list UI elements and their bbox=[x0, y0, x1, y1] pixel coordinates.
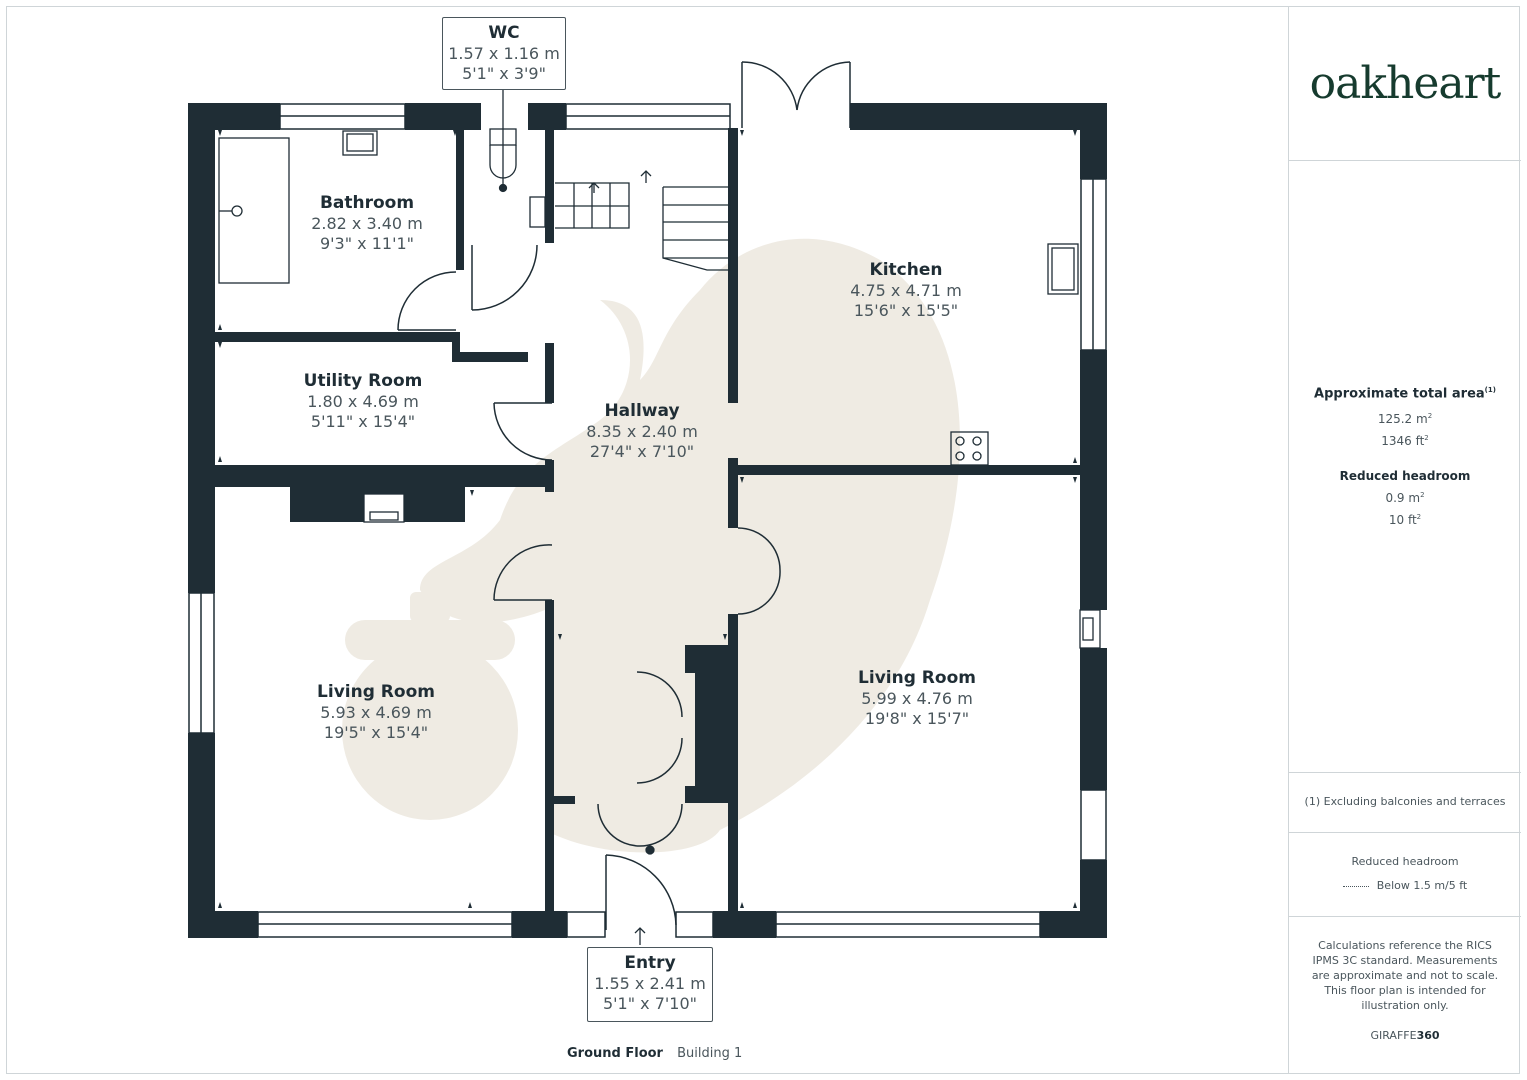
floor-name: Ground Floor bbox=[567, 1046, 663, 1061]
room-dimensions-metric: 1.80 x 4.69 m bbox=[307, 392, 419, 411]
room-label-living-room-right: Living Room 5.99 x 4.76 m 19'8" x 15'7" bbox=[858, 667, 976, 729]
room-name: Bathroom bbox=[319, 193, 415, 213]
room-dimensions-metric: 8.35 x 2.40 m bbox=[586, 422, 698, 441]
divider bbox=[1289, 772, 1521, 773]
footnote: (1) Excluding balconies and terraces bbox=[1304, 795, 1506, 808]
reduced-headroom-title: Reduced headroom bbox=[1339, 469, 1471, 483]
credit-suffix: 360 bbox=[1416, 1029, 1440, 1042]
legend-item: Below 1.5 m/5 ft bbox=[1289, 879, 1521, 892]
room-label-bathroom: Bathroom 2.82 x 3.40 m 9'3" x 11'1" bbox=[311, 192, 423, 254]
area-title-text: Approximate total area bbox=[1314, 386, 1485, 402]
room-name: Kitchen bbox=[869, 260, 943, 280]
reduced-ft2-value: 10 ft bbox=[1388, 513, 1417, 527]
credit-prefix: GIRAFFE bbox=[1370, 1029, 1417, 1042]
room-label-living-room-left: Living Room 5.93 x 4.69 m 19'5" x 15'4" bbox=[317, 681, 435, 743]
room-callout-entry: Entry 1.55 x 2.41 m 5'1" x 7'10" bbox=[587, 947, 713, 1022]
room-dimensions-metric: 5.93 x 4.69 m bbox=[320, 703, 432, 722]
reduced-metric: 0.9 m2 bbox=[1289, 491, 1521, 505]
room-name: Utility Room bbox=[303, 371, 423, 391]
building-name: Building 1 bbox=[677, 1046, 743, 1061]
room-dimensions-imperial: 9'3" x 11'1" bbox=[319, 234, 415, 253]
room-dimensions-imperial: 5'1" x 3'9" bbox=[462, 64, 546, 83]
room-callout-wc: WC 1.57 x 1.16 m 5'1" x 3'9" bbox=[442, 17, 566, 90]
room-name: Entry bbox=[624, 953, 676, 973]
room-dimensions-imperial: 19'5" x 15'4" bbox=[323, 723, 429, 742]
superscript: 2 bbox=[1424, 434, 1429, 442]
room-dimensions-imperial: 5'11" x 15'4" bbox=[310, 412, 416, 431]
room-name: WC bbox=[488, 23, 520, 43]
divider bbox=[1289, 916, 1521, 917]
area-imperial: 1346 ft2 bbox=[1289, 434, 1521, 448]
room-name: Living Room bbox=[317, 682, 435, 702]
floor-plan bbox=[188, 61, 1107, 945]
room-label-kitchen: Kitchen 4.75 x 4.71 m 15'6" x 15'5" bbox=[850, 259, 962, 321]
area-footnote-marker: (1) bbox=[1484, 386, 1496, 394]
watermark-logo bbox=[342, 238, 960, 853]
page-frame bbox=[6, 6, 1520, 1074]
room-dimensions-imperial: 5'1" x 7'10" bbox=[602, 994, 698, 1013]
area-title: Approximate total area(1) bbox=[1289, 386, 1521, 401]
dotted-line-icon bbox=[1342, 885, 1369, 887]
superscript: 2 bbox=[1420, 491, 1425, 499]
reduced-m2-value: 0.9 m bbox=[1385, 491, 1421, 505]
room-dimensions-metric: 2.82 x 3.40 m bbox=[311, 214, 423, 233]
room-dimensions-metric: 1.55 x 2.41 m bbox=[594, 974, 706, 993]
windows bbox=[188, 103, 1107, 938]
doors bbox=[397, 61, 851, 930]
legend-title: Reduced headroom bbox=[1351, 855, 1459, 868]
divider bbox=[1289, 832, 1521, 833]
divider bbox=[1289, 160, 1521, 161]
room-dimensions-imperial: 27'4" x 7'10" bbox=[589, 442, 695, 461]
room-dimensions-metric: 1.57 x 1.16 m bbox=[448, 44, 560, 63]
reduced-imperial: 10 ft2 bbox=[1289, 513, 1521, 527]
area-ft2-value: 1346 ft bbox=[1381, 434, 1425, 448]
room-dimensions-metric: 5.99 x 4.76 m bbox=[861, 689, 973, 708]
info-sidebar: oakheart Approximate total area(1) 125.2… bbox=[1288, 6, 1521, 1074]
superscript: 2 bbox=[1427, 412, 1433, 420]
room-label-hallway: Hallway 8.35 x 2.40 m 27'4" x 7'10" bbox=[586, 400, 698, 462]
credit: GIRAFFE360 bbox=[1289, 1029, 1521, 1042]
area-metric: 125.2 m2 bbox=[1289, 412, 1521, 426]
room-dimensions-metric: 4.75 x 4.71 m bbox=[850, 281, 962, 300]
room-name: Hallway bbox=[604, 401, 680, 421]
calculation-note: Calculations reference the RICS IPMS 3C … bbox=[1311, 939, 1499, 1012]
room-dimensions-imperial: 19'8" x 15'7" bbox=[864, 709, 970, 728]
floor-caption: Ground Floor Building 1 bbox=[567, 1046, 742, 1061]
room-dimensions-imperial: 15'6" x 15'5" bbox=[853, 301, 959, 320]
legend-item-label: Below 1.5 m/5 ft bbox=[1376, 879, 1468, 892]
room-name: Living Room bbox=[858, 668, 976, 688]
superscript: 2 bbox=[1416, 513, 1422, 521]
brand-logo: oakheart bbox=[1309, 58, 1502, 109]
area-m2-value: 125.2 m bbox=[1377, 412, 1428, 426]
fixtures bbox=[218, 128, 1101, 945]
corner-markers bbox=[218, 130, 1077, 908]
room-label-utility-room: Utility Room 1.80 x 4.69 m 5'11" x 15'4" bbox=[304, 370, 423, 432]
